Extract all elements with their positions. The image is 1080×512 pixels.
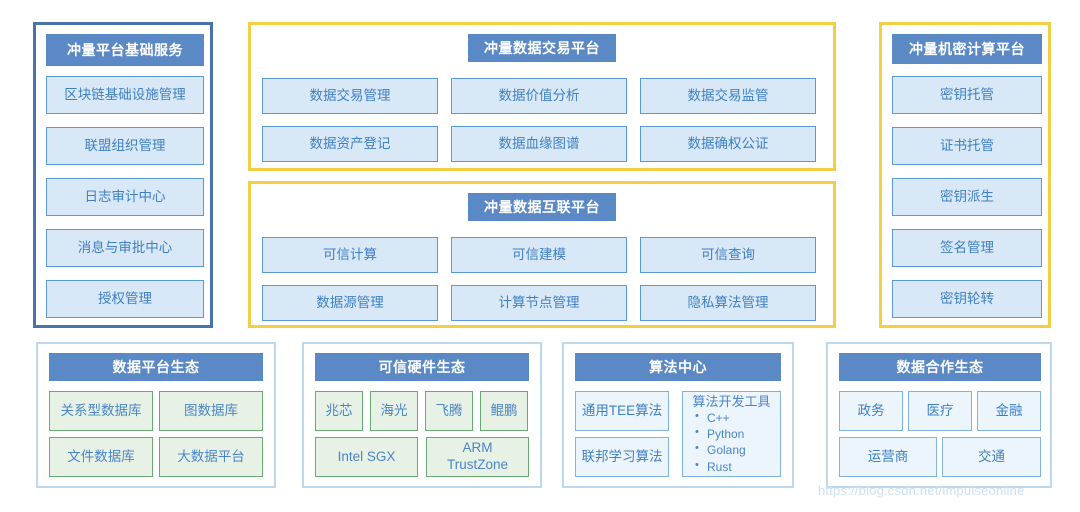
card-government[interactable]: 政务 (839, 391, 903, 431)
card-trusted-computing[interactable]: 可信计算 (262, 237, 438, 273)
panel-data-cooperation-ecosystem-title: 数据合作生态 (839, 353, 1041, 381)
card-datasource-mgmt[interactable]: 数据源管理 (262, 285, 438, 321)
card-telecom-operator[interactable]: 运营商 (839, 437, 937, 477)
card-healthcare[interactable]: 医疗 (908, 391, 972, 431)
panel-data-interconnect-title: 冲量数据互联平台 (468, 193, 616, 221)
card-data-value-analysis[interactable]: 数据价值分析 (451, 78, 627, 114)
card-algorithm-dev-tools[interactable]: 算法开发工具 C++ Python Golang Rust (682, 391, 781, 477)
panel-data-interconnect: 冲量数据互联平台 可信计算 可信建模 可信查询 数据源管理 计算节点管理 隐私算… (248, 181, 836, 328)
panel-trusted-hardware-ecosystem-title: 可信硬件生态 (315, 353, 529, 381)
card-data-lineage-graph[interactable]: 数据血缘图谱 (451, 126, 627, 162)
card-graph-database[interactable]: 图数据库 (159, 391, 263, 431)
algorithm-dev-tools-list: C++ Python Golang Rust (683, 409, 780, 475)
card-trusted-query[interactable]: 可信查询 (640, 237, 816, 273)
panel-base-services: 冲量平台基础服务 区块链基础设施管理 联盟组织管理 日志审计中心 消息与审批中心… (33, 22, 213, 328)
card-federated-learning-algorithm[interactable]: 联邦学习算法 (575, 437, 669, 477)
card-intel-sgx[interactable]: Intel SGX (315, 437, 418, 477)
card-blockchain-infra-mgmt[interactable]: 区块链基础设施管理 (46, 76, 204, 114)
card-signature-mgmt[interactable]: 签名管理 (892, 229, 1042, 267)
card-transportation[interactable]: 交通 (942, 437, 1041, 477)
panel-trusted-hardware-ecosystem: 可信硬件生态 兆芯 海光 飞腾 鲲鹏 Intel SGX ARM TrustZo… (302, 342, 542, 488)
card-chip-zhaoxin[interactable]: 兆芯 (315, 391, 363, 431)
card-data-trade-supervision[interactable]: 数据交易监管 (640, 78, 816, 114)
panel-base-services-title: 冲量平台基础服务 (46, 34, 204, 66)
card-compute-node-mgmt[interactable]: 计算节点管理 (451, 285, 627, 321)
panel-confidential-computing: 冲量机密计算平台 密钥托管 证书托管 密钥派生 签名管理 密钥轮转 (879, 22, 1051, 328)
watermark-text: https://blog.csdn.net/impulseonline (818, 483, 1025, 498)
card-arm-trustzone[interactable]: ARM TrustZone (426, 437, 529, 477)
panel-data-platform-ecosystem: 数据平台生态 关系型数据库 图数据库 文件数据库 大数据平台 (36, 342, 276, 488)
card-key-rotation[interactable]: 密钥轮转 (892, 280, 1042, 318)
panel-confidential-computing-title: 冲量机密计算平台 (892, 34, 1042, 64)
card-chip-kunpeng[interactable]: 鲲鹏 (480, 391, 528, 431)
card-certificate-escrow[interactable]: 证书托管 (892, 127, 1042, 165)
panel-data-cooperation-ecosystem: 数据合作生态 政务 医疗 金融 运营商 交通 (826, 342, 1052, 488)
card-key-derivation[interactable]: 密钥派生 (892, 178, 1042, 216)
card-log-audit-center[interactable]: 日志审计中心 (46, 178, 204, 216)
panel-algorithm-center: 算法中心 通用TEE算法 联邦学习算法 算法开发工具 C++ Python Go… (562, 342, 794, 488)
tool-item-cpp: C++ (695, 409, 780, 426)
card-privacy-algo-mgmt[interactable]: 隐私算法管理 (640, 285, 816, 321)
panel-data-trading-title: 冲量数据交易平台 (468, 34, 616, 62)
panel-data-trading: 冲量数据交易平台 数据交易管理 数据价值分析 数据交易监管 数据资产登记 数据血… (248, 22, 836, 171)
card-data-trade-mgmt[interactable]: 数据交易管理 (262, 78, 438, 114)
card-alliance-org-mgmt[interactable]: 联盟组织管理 (46, 127, 204, 165)
card-data-rights-notarization[interactable]: 数据确权公证 (640, 126, 816, 162)
card-message-approval-center[interactable]: 消息与审批中心 (46, 229, 204, 267)
card-chip-hygon[interactable]: 海光 (370, 391, 418, 431)
tool-item-python: Python (695, 425, 780, 442)
card-data-asset-registration[interactable]: 数据资产登记 (262, 126, 438, 162)
card-file-database[interactable]: 文件数据库 (49, 437, 153, 477)
tool-item-golang: Golang (695, 441, 780, 458)
card-chip-phytium[interactable]: 飞腾 (425, 391, 473, 431)
card-authorization-mgmt[interactable]: 授权管理 (46, 280, 204, 318)
card-finance[interactable]: 金融 (977, 391, 1041, 431)
algorithm-dev-tools-title: 算法开发工具 (692, 394, 771, 409)
panel-algorithm-center-title: 算法中心 (575, 353, 781, 381)
tool-item-rust: Rust (695, 457, 780, 475)
card-general-tee-algorithm[interactable]: 通用TEE算法 (575, 391, 669, 431)
card-bigdata-platform[interactable]: 大数据平台 (159, 437, 263, 477)
card-key-escrow[interactable]: 密钥托管 (892, 76, 1042, 114)
panel-data-platform-ecosystem-title: 数据平台生态 (49, 353, 263, 381)
card-relational-database[interactable]: 关系型数据库 (49, 391, 153, 431)
card-trusted-modeling[interactable]: 可信建模 (451, 237, 627, 273)
